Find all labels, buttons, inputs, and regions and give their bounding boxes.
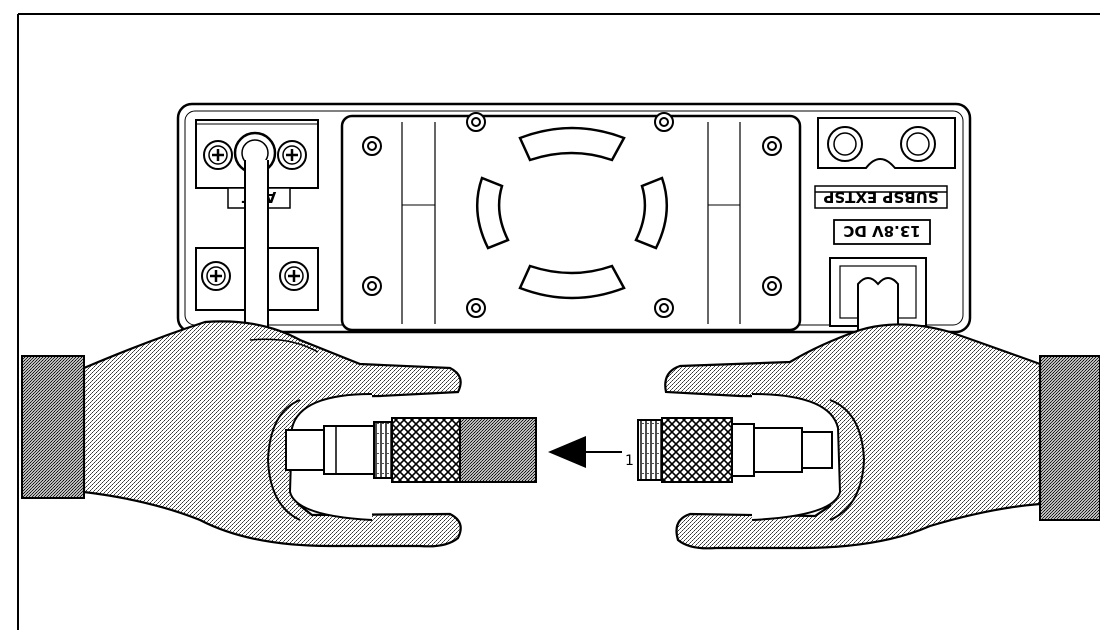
connector-plug-icon — [285, 417, 537, 483]
screw-terminal-icon — [277, 140, 307, 170]
screw-terminal-icon — [279, 261, 309, 291]
step-label: 1 — [625, 453, 634, 469]
antenna-cable — [244, 160, 269, 330]
subsp-label: SUBSP EXTSP — [823, 188, 938, 206]
screw-terminal-icon — [203, 140, 233, 170]
right-hand-glove — [664, 323, 1100, 550]
connector-plug-icon — [637, 417, 833, 483]
dc-power-socket: 13.8V DC — [829, 219, 931, 330]
heatsink-fan-plate — [340, 112, 802, 332]
arrow-left-icon: 1 — [548, 436, 634, 469]
figure-frame — [17, 13, 1100, 630]
screw-icon — [362, 112, 782, 318]
speaker-jacks: SUBSP EXTSP — [814, 117, 956, 209]
antenna-terminal-block: ANT — [195, 119, 319, 209]
fan-icon — [476, 126, 668, 300]
screw-terminal-icon — [201, 261, 231, 291]
power-label: 13.8V DC — [843, 222, 920, 240]
